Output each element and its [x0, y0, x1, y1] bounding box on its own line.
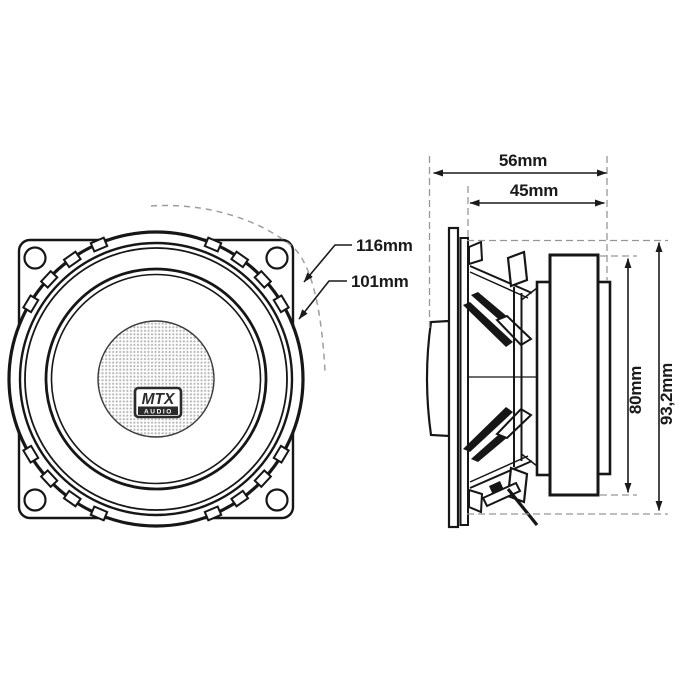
label-mounting-depth: 45mm [510, 181, 558, 200]
mounting-tab [39, 269, 59, 290]
magnet-profile [548, 253, 600, 497]
basket-profile [463, 240, 538, 514]
mounting-tab [39, 468, 59, 489]
label-magnet-height: 80mm [626, 366, 645, 414]
screw-hole [23, 488, 47, 512]
mounting-tab [253, 269, 273, 290]
mounting-tab [89, 505, 109, 522]
screw-holes [23, 246, 289, 512]
rim-bead-circle [18, 241, 294, 517]
side-view [425, 226, 612, 529]
mounting-tab [253, 468, 273, 489]
audio-text: AUDIO [144, 409, 173, 416]
mounting-tab [62, 489, 83, 508]
mounting-tab [203, 236, 223, 253]
dust-cap-profile [425, 319, 451, 438]
surround-outer-circle [44, 267, 268, 491]
leader-cutout-diameter [298, 280, 347, 320]
screw-hole [23, 246, 47, 270]
surround-inner-circle [50, 273, 262, 485]
leader-outer-diameter [303, 244, 352, 283]
screw-hole [265, 246, 289, 270]
mtx-logo: MTX AUDIO [133, 386, 183, 419]
mounting-tab [62, 250, 83, 269]
mounting-tab [229, 250, 250, 269]
dust-cap [97, 320, 215, 438]
label-total-depth: 56mm [499, 151, 547, 170]
diameter-callouts: 116mm 101mm [298, 236, 413, 320]
terminals [481, 481, 539, 527]
mounting-tab [21, 444, 40, 464]
rim-inner-circle [24, 247, 288, 511]
mounting-tab [272, 294, 291, 314]
mounting-tab [229, 489, 250, 508]
swing-clearance-arc [150, 204, 326, 372]
brand-text: MTX [142, 391, 176, 408]
wire [506, 487, 539, 527]
mounting-tab [21, 294, 40, 314]
mounting-tab [89, 236, 109, 253]
side-dimensions: 56mm 45mm 80mm 93,2mm [428, 151, 676, 515]
screw-hole [265, 488, 289, 512]
label-cutout-diameter: 101mm [351, 272, 409, 291]
mounting-tabs [21, 236, 291, 522]
mounting-tab [203, 505, 223, 522]
gasket-profile [459, 237, 469, 526]
flange-profile [447, 226, 460, 529]
label-outer-diameter: 116mm [356, 236, 413, 255]
front-view: MTX AUDIO [7, 204, 326, 528]
back-plate-profile [596, 280, 612, 476]
front-plate-profile [535, 280, 552, 477]
label-overall-height: 93,2mm [657, 363, 676, 425]
mounting-tab [272, 444, 291, 464]
